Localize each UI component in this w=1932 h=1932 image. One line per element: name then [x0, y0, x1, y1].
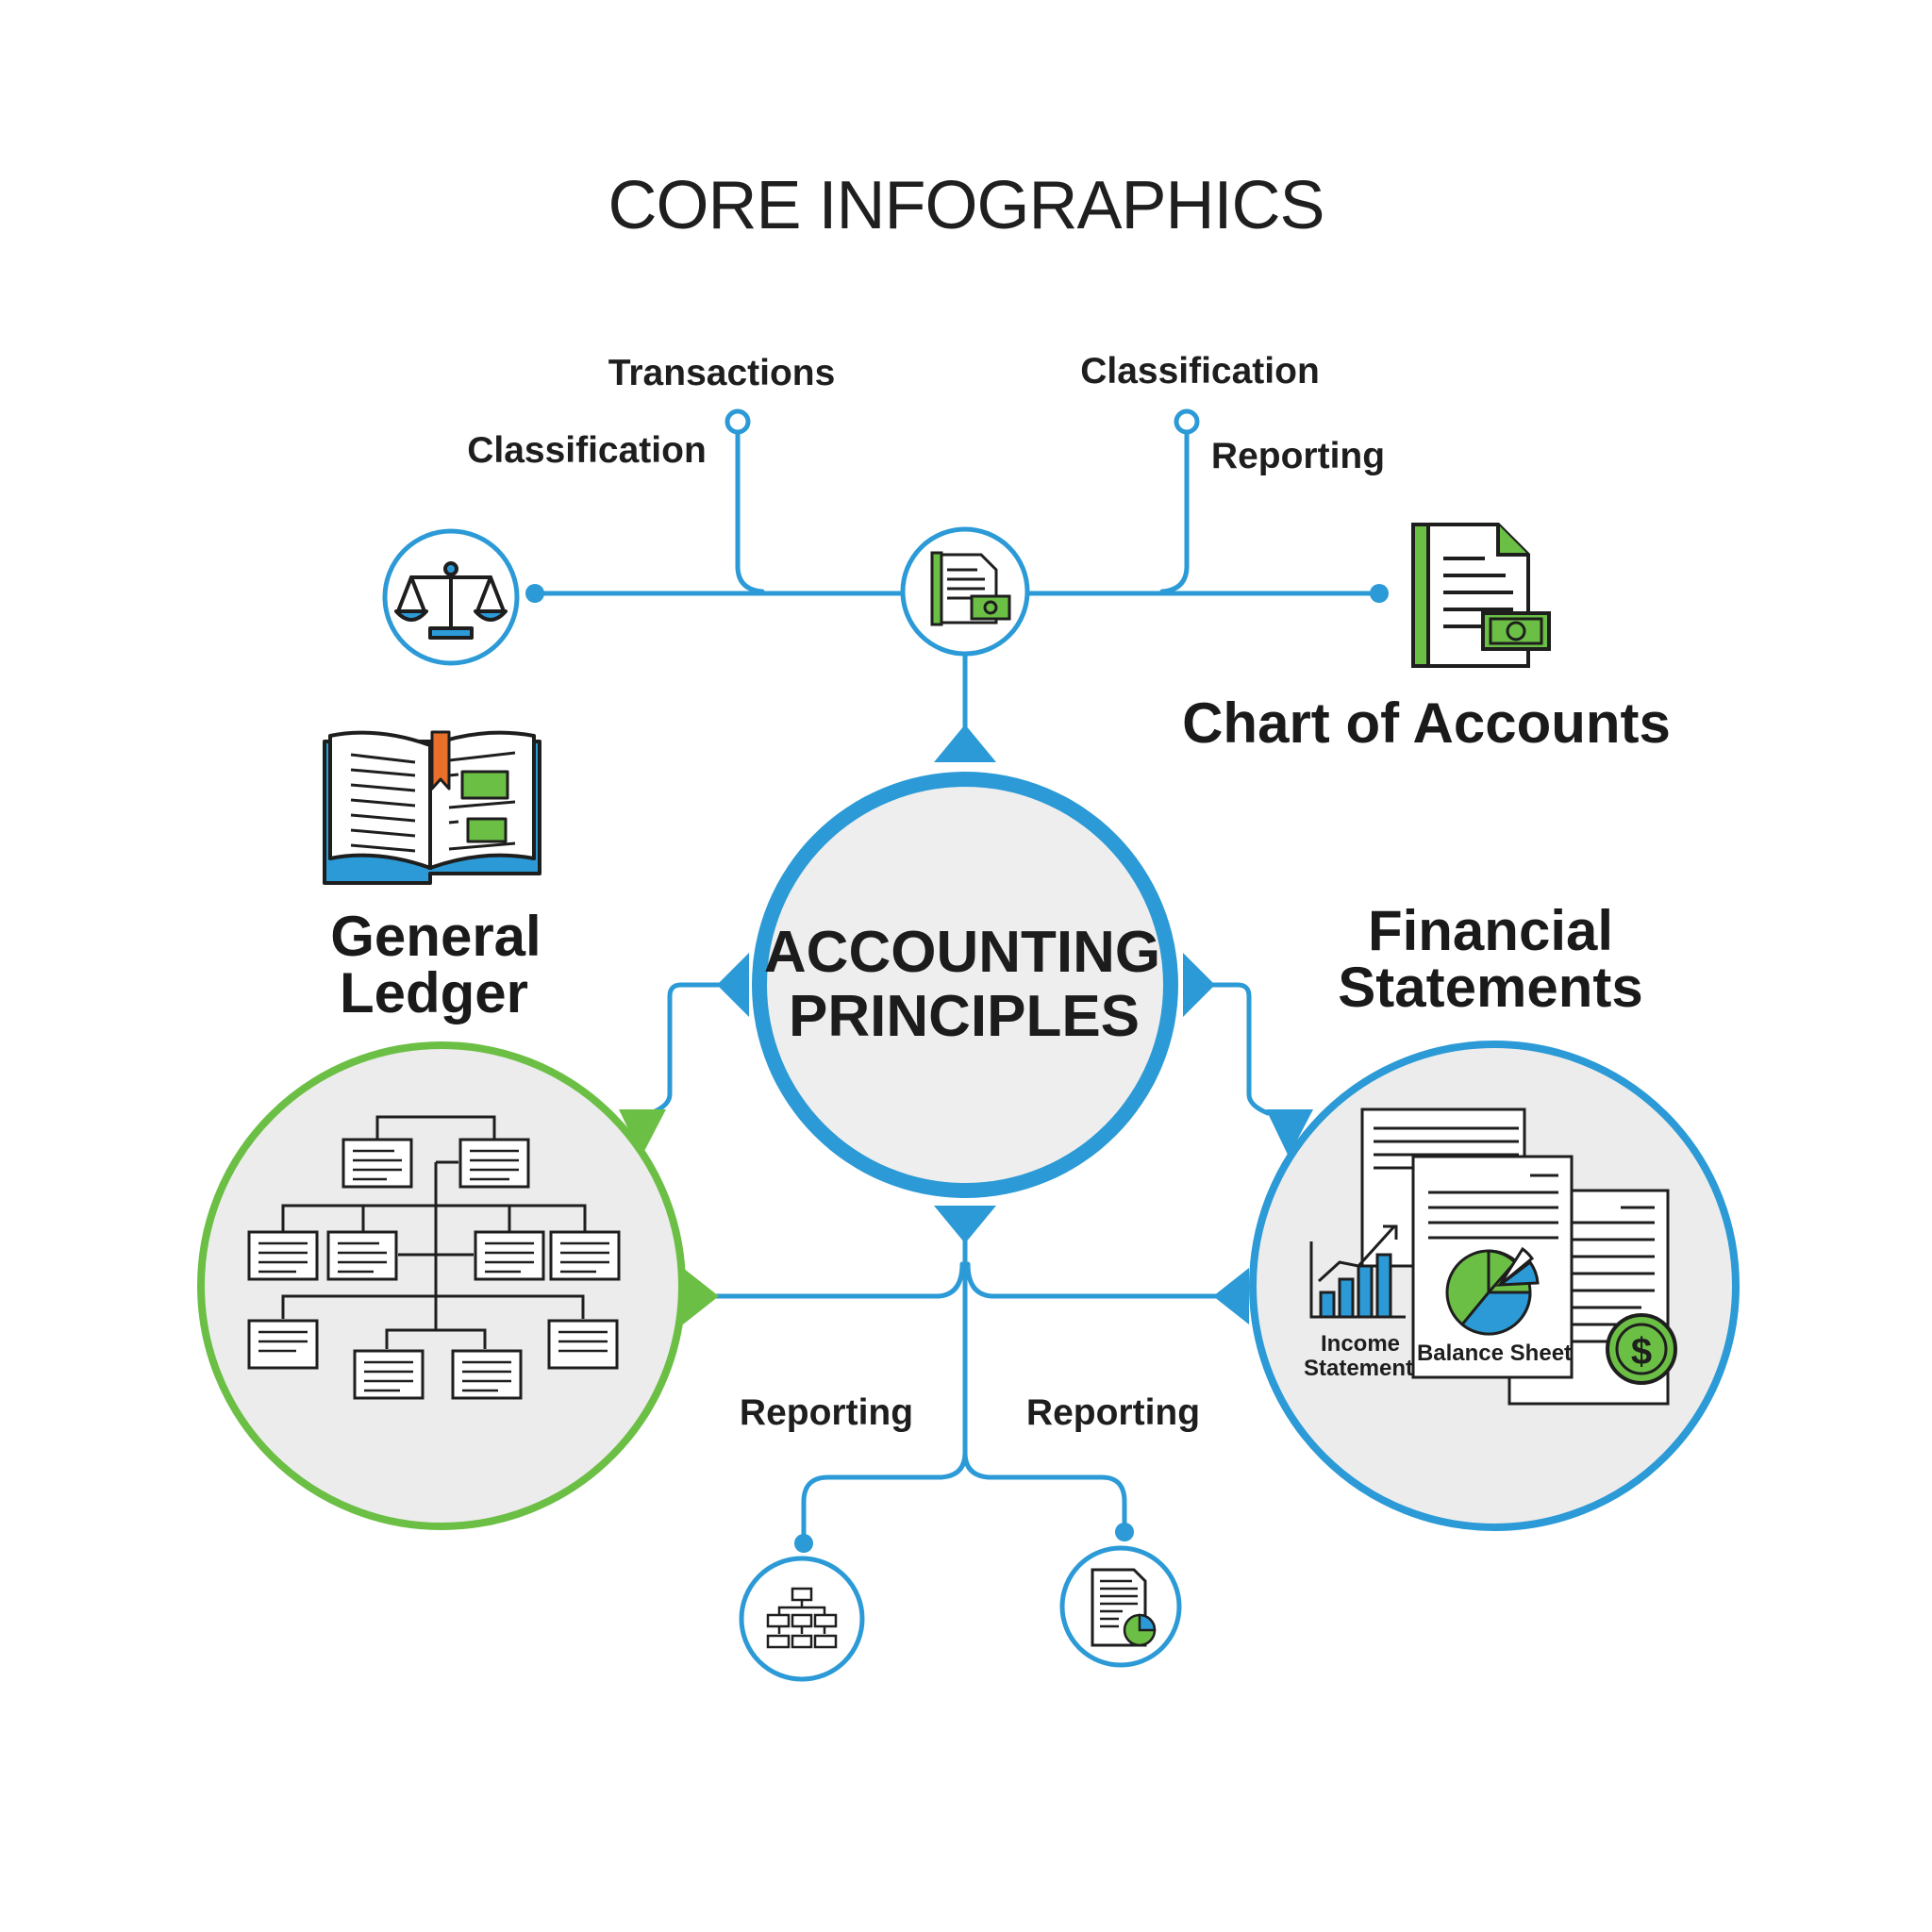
- income-statement-label-line2: Statement: [1304, 1356, 1413, 1381]
- label-reporting-bottom-right: Reporting: [1026, 1392, 1200, 1433]
- open-book-icon: [323, 730, 541, 885]
- financial-statements-title-line1: Financial: [1368, 899, 1613, 962]
- document-money-node: [900, 526, 1030, 657]
- connector-lines: [525, 408, 1389, 1553]
- financial-statements-title-line2: Statements: [1338, 956, 1642, 1019]
- label-classification-left: Classification: [467, 430, 707, 471]
- pie-chart-icon: [1445, 1246, 1540, 1336]
- balance-scale-icon: [394, 561, 508, 640]
- balance-sheet-label: Balance Sheet: [1417, 1341, 1572, 1366]
- label-reporting-bottom-left: Reporting: [740, 1392, 913, 1433]
- accounting-principles-node: ACCOUNTING PRINCIPLES: [752, 772, 1178, 1198]
- chart-of-accounts-label: Chart of Accounts: [1182, 691, 1671, 755]
- org-chart-node: [739, 1556, 865, 1682]
- org-chart-icon: [247, 1115, 621, 1400]
- balance-scale-node: [382, 528, 520, 666]
- label-classification-right: Classification: [1080, 351, 1320, 391]
- general-ledger-title-line1: General: [330, 905, 541, 968]
- general-ledger-title-line2: Ledger: [340, 961, 528, 1024]
- label-transactions: Transactions: [608, 353, 836, 393]
- document-money-icon: [930, 551, 1011, 626]
- income-statement-label-line1: Income: [1321, 1331, 1400, 1357]
- financial-statements-node: Balance Sheet Income Statement $: [1249, 1041, 1740, 1531]
- dollar-coin-icon: $: [1606, 1313, 1677, 1385]
- dollar-symbol: $: [1631, 1331, 1652, 1373]
- bar-chart-icon: [1309, 1224, 1406, 1319]
- center-title-line1: ACCOUNTING: [764, 920, 1160, 985]
- center-title-line2: PRINCIPLES: [789, 984, 1140, 1049]
- report-pie-icon: [1091, 1568, 1157, 1647]
- report-node: [1059, 1545, 1182, 1668]
- org-chart-small-icon: [766, 1587, 838, 1649]
- label-reporting-top: Reporting: [1211, 436, 1385, 476]
- general-ledger-node: [197, 1041, 686, 1530]
- page-title: CORE INFOGRAPHICS: [608, 168, 1324, 243]
- chart-of-accounts-icon: [1411, 523, 1551, 668]
